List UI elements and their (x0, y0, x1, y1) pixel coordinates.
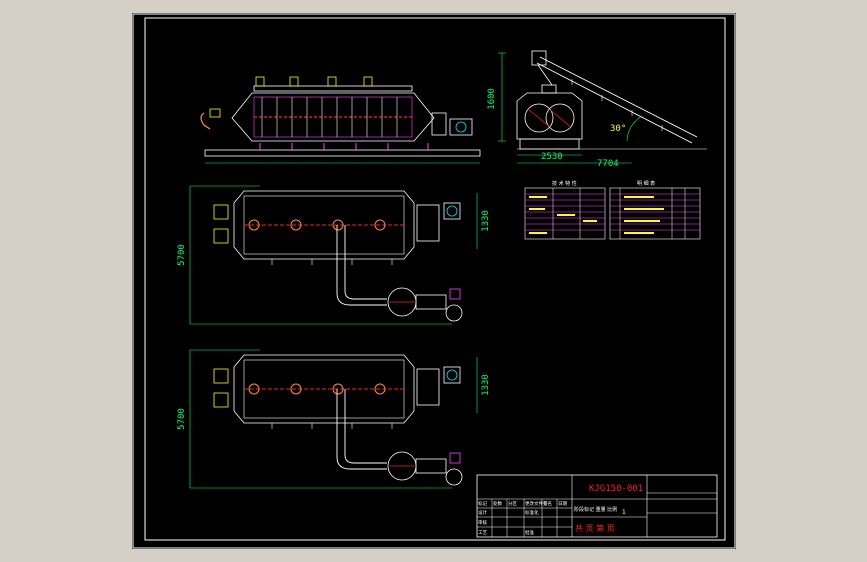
inner-border (144, 17, 726, 541)
tb-r2c1: 设计 (478, 509, 487, 516)
spec-table-left: 技 术 特 性 (524, 180, 606, 240)
title-block: KJG150-001 阶段标记 重量 比例 1 共 页 第 页 标记 处数 分区… (476, 474, 718, 538)
tb-r2c4: 标准化 (525, 509, 539, 516)
dim-side-height: 1600 (487, 88, 497, 110)
plan-view-bottom: 5700 1330 (177, 349, 491, 489)
tb-r1c2: 处数 (493, 500, 502, 507)
plan-view-top: 5700 1330 (177, 185, 491, 325)
tb-r3c1: 审核 (478, 519, 487, 526)
dim-plan-bottom-length: 5700 (177, 408, 187, 430)
scale-value: 1 (622, 509, 626, 516)
spec-table-right: 明 细 表 (609, 180, 701, 240)
drawing-sheet: 1600 30° 2530 7704 技 术 特 性 (132, 13, 736, 549)
tb-r1c1: 标记 (478, 500, 487, 507)
tb-r1c6: 日期 (558, 501, 567, 507)
dim-side-width: 2530 (541, 152, 563, 162)
dim-plan-top-width: 1330 (481, 210, 491, 232)
spec-table-right-title: 明 细 表 (637, 180, 655, 187)
dim-plan-top-length: 5700 (177, 244, 187, 266)
tb-r4c1: 工艺 (478, 530, 487, 536)
tb-r1c4: 更改文件号 (525, 500, 548, 507)
front-elevation-view (200, 76, 481, 164)
sheet-info: 共 页 第 页 (575, 523, 615, 533)
cad-drawing: 1600 30° 2530 7704 技 术 特 性 (132, 13, 736, 549)
dim-incline-angle: 30° (610, 124, 626, 134)
tb-r1c5: 签名 (543, 500, 552, 507)
tb-r4c4: 批准 (525, 529, 534, 536)
scale-header: 阶段标记 重量 比例 (574, 506, 617, 513)
tb-r1c3: 分区 (508, 500, 517, 507)
dim-plan-bottom-width: 1330 (481, 374, 491, 396)
outer-border (132, 13, 736, 549)
spec-table-left-title: 技 术 特 性 (552, 180, 577, 187)
side-elevation-view: 1600 30° 2530 7704 (487, 50, 707, 169)
drawing-number: KJG150-001 (589, 484, 643, 494)
dim-side-total: 7704 (597, 159, 619, 169)
